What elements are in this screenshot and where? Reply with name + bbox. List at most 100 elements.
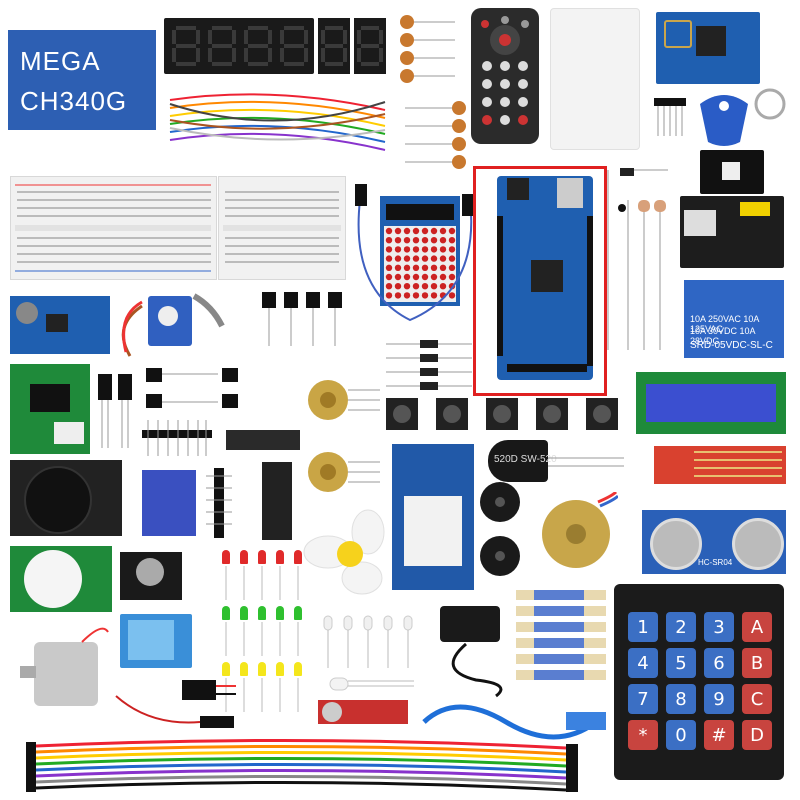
tilt-switch-label: 520D SW-520 [494,454,557,465]
pir-motion-sensor [10,546,112,612]
jumper-wires-bundle [169,93,386,151]
lcd-1602-display [636,372,786,434]
matrix-led-dot [412,237,420,244]
matrix-led-dot [412,255,420,262]
matrix-led-dot [385,273,393,281]
keypad-key[interactable]: 9 [704,684,734,714]
matrix-led-dot [412,273,420,281]
potentiometers [308,380,380,492]
matrix-led-dot [403,283,411,290]
membrane-keypad: 1 2 3 A 4 5 6 B 7 8 9 C * 0 # D [614,584,784,780]
gyroscope-module [142,470,196,536]
keypad-key[interactable]: B [742,648,772,678]
matrix-led-dot [439,227,447,235]
mega-board-highlight [473,166,607,396]
keypad-key[interactable]: 4 [628,648,658,678]
segment-digits [172,26,308,66]
button-module [700,150,764,194]
keypad-key[interactable]: # [704,720,734,750]
led-leads [225,566,299,712]
keypad-key[interactable]: D [742,720,772,750]
matrix-led-dot [403,255,411,262]
badge-line-1: MEGA [20,46,101,76]
matrix-led-dot [439,246,447,253]
matrix-led-dot [412,264,420,271]
matrix-led-dot [448,292,456,299]
matrix-led-dot [430,246,438,253]
rtc-module [10,296,110,354]
keypad-key[interactable]: 3 [704,612,734,642]
keypad-key[interactable]: 6 [704,648,734,678]
fan-propeller [303,509,385,595]
headers-and-ic [142,420,300,456]
matrix-led-dot [448,237,456,244]
keypad-key[interactable]: 7 [628,684,658,714]
usb-cable [422,704,606,740]
matrix-led-dot [421,273,429,281]
matrix-led-dot [394,292,402,299]
matrix-led-dot [430,237,438,244]
matrix-led-dot [421,292,429,299]
matrix-led-dot [385,246,393,253]
rotary-encoder-module [120,552,182,600]
matrix-led-dot [385,255,393,262]
keypad-key[interactable]: 5 [666,648,696,678]
matrix-led-dot [385,283,393,290]
matrix-led-dot [439,273,447,281]
matrix-led-dot [403,237,411,244]
keypad-key[interactable]: * [628,720,658,750]
matrix-led-dot [430,273,438,281]
matrix-led-dot [394,255,402,262]
electrolytic-capacitors [98,374,132,448]
white-leds [323,615,413,668]
relay-line-3: SRD-05VDC-SL-C [690,340,773,351]
matrix-led-dot [439,237,447,244]
sound-sensor-module [318,700,408,724]
transistors [262,292,342,346]
pin-header [654,98,686,136]
ic-chip [262,462,292,540]
matrix-led-dot [430,292,438,299]
matrix-led-dot [394,273,402,281]
rfid-card [550,8,640,150]
ceramic-capacitors [400,15,466,169]
tilt-switch: 520D SW-520 [488,440,557,482]
matrix-led-dot [430,227,438,235]
matrix-led-dot [385,264,393,271]
red-leds [220,548,310,588]
matrix-led-dot [448,255,456,262]
matrix-led-dot [385,292,393,299]
matrix-led-dot [394,246,402,253]
matrix-led-dot [439,283,447,290]
matrix-led-dot [403,273,411,281]
matrix-led-dot [448,273,456,281]
tactile-push-buttons [386,398,618,430]
matrix-led-dot [412,283,420,290]
relay-line-2: 10A 30VDC 10A 28VDC [690,326,756,346]
matrix-led-dot [421,283,429,290]
matrix-led-dot [448,264,456,271]
keypad-key[interactable]: C [742,684,772,714]
matrix-led-dot [412,246,420,253]
matrix-led-dot [394,264,402,271]
matrix-led-dot [403,264,411,271]
keypad-key[interactable]: 8 [666,684,696,714]
matrix-led-dot [412,292,420,299]
matrix-led-dot [439,255,447,262]
matrix-led-dot [403,292,411,299]
matrix-led-dot [430,283,438,290]
matrix-led-dot [421,255,429,262]
keypad-key[interactable]: 0 [666,720,696,750]
relay: 10A 250VAC 10A 125VAC 10A 30VDC 10A 28VD… [684,280,784,358]
diodes [386,340,472,390]
keypad-key[interactable]: A [742,612,772,642]
dht11-sensor [120,614,192,668]
keypad-key[interactable]: 1 [628,612,658,642]
arduino-mega-board [497,176,593,380]
dc-motor [20,627,109,706]
keypad-key[interactable]: 2 [666,612,696,642]
rfid-reader-module [656,12,760,84]
matrix-led-dot [421,227,429,235]
relay-line-1: 10A 250VAC 10A 125VAC [690,314,759,334]
stepper-motor [542,492,618,568]
